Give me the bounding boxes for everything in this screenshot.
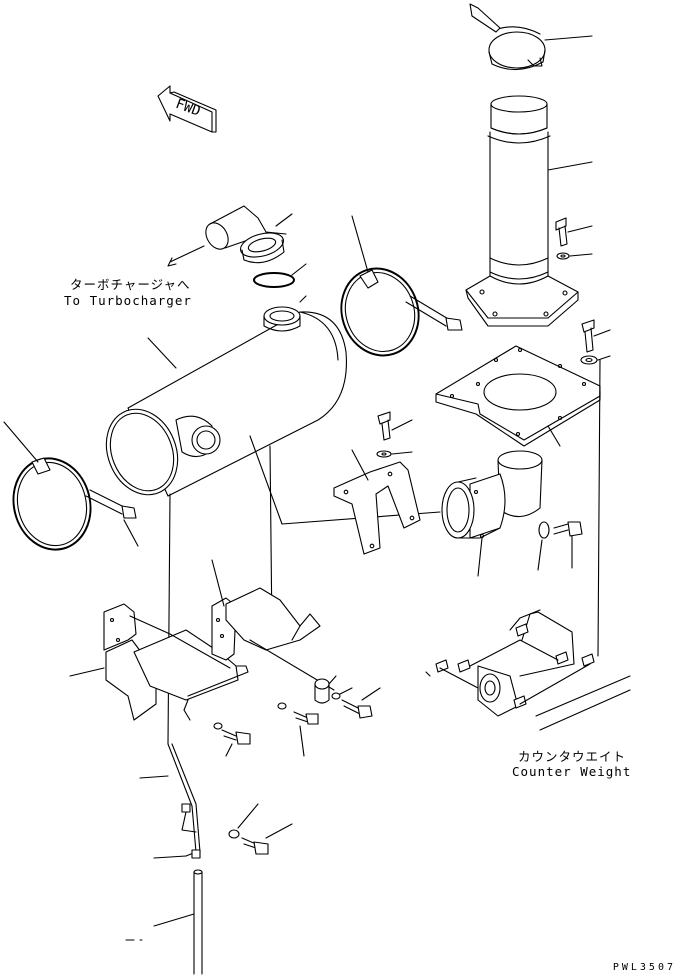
fwd-arrow-icon: FWD xyxy=(157,85,217,133)
stack-pipe xyxy=(465,95,593,327)
turbo-label-en: To Turbocharger xyxy=(64,293,192,308)
o-ring xyxy=(253,263,307,288)
rain-cap xyxy=(469,3,593,71)
counterweight-label-jp: カウンタウエイト xyxy=(518,749,627,764)
plate-bolt xyxy=(580,319,611,365)
clamp-bolt-right xyxy=(405,295,463,331)
leader-line xyxy=(167,493,171,745)
spacer-and-bolts xyxy=(213,675,381,757)
clamp-bolt-left xyxy=(85,489,139,547)
muffler xyxy=(105,295,347,497)
muffler-bracket xyxy=(333,449,421,555)
counterweight-bracket xyxy=(425,359,631,731)
elbow-pipe xyxy=(167,205,293,267)
stack-bolt xyxy=(555,217,593,260)
band-clamp-left xyxy=(3,421,92,551)
counterweight-label-en: Counter Weight xyxy=(512,764,632,779)
muffler-support-right xyxy=(211,559,335,691)
band-clamp-right xyxy=(340,215,420,357)
drawing-code: PWL3507 xyxy=(612,962,676,973)
mounting-plate xyxy=(435,345,601,447)
bracket-bolt xyxy=(376,411,413,458)
outlet-bolt xyxy=(537,521,583,571)
turbo-label-jp: ターボチャージャへ xyxy=(70,277,191,292)
leader-line xyxy=(249,435,441,525)
tail-pipe-elbow xyxy=(441,450,543,577)
drain-pipe xyxy=(125,743,293,975)
